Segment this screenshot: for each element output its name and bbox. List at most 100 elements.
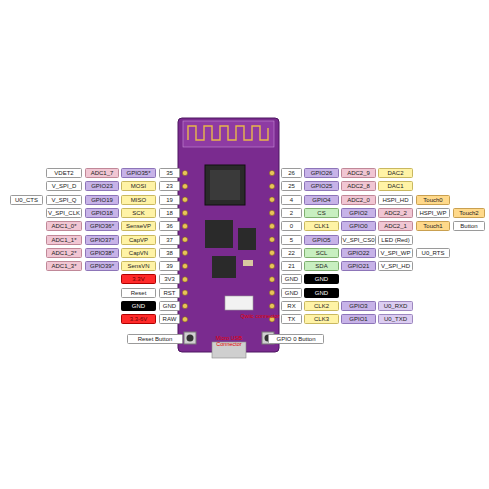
pin-hole xyxy=(182,303,187,308)
pin-label-text: V_SPI_WP xyxy=(380,250,410,256)
pin-label-box: GPIO2 xyxy=(341,208,376,218)
pin-label-box: 38 xyxy=(159,248,180,258)
pin-label-box: ADC2_8 xyxy=(341,181,376,191)
pin-label-box: CLK3 xyxy=(304,314,339,324)
pin-label-box: GPIO 0 Button xyxy=(268,334,324,344)
pin-label-text: CapVP xyxy=(129,237,148,243)
smd-part xyxy=(243,260,253,266)
pin-label-box: TX xyxy=(281,314,302,324)
antenna-area xyxy=(183,121,274,147)
pin-label-text: GND xyxy=(132,303,145,309)
pin-label-box: GND xyxy=(159,301,180,311)
pin-label-box: VDET2 xyxy=(46,168,82,178)
pin-label-box: GND xyxy=(121,301,156,311)
pin-label-box: GND xyxy=(281,274,302,284)
pin-label-box: SCK xyxy=(121,208,156,218)
pin-label-text: ADC2_0 xyxy=(347,197,370,203)
pin-label-box: CLK2 xyxy=(304,301,339,311)
pin-label-box: V_SPI_D xyxy=(46,181,82,191)
pin-label-text: VDET2 xyxy=(54,170,73,176)
pin-label-text: GND xyxy=(315,276,328,282)
usb-uart-chip xyxy=(212,256,236,278)
antenna-trace xyxy=(188,126,268,140)
pin-label-box: Reset Button xyxy=(127,334,183,344)
pin-label-text: RX xyxy=(287,303,295,309)
pin-label-box: ADC1_0* xyxy=(46,221,82,231)
pin-hole xyxy=(182,250,187,255)
pin-label-box: GPIO3 xyxy=(341,301,376,311)
pin-label-box: 37 xyxy=(159,235,180,245)
pin-label-box: GPIO39* xyxy=(85,261,119,271)
pin-hole xyxy=(182,184,187,189)
pin-label-box: 3.3V xyxy=(121,274,156,284)
pin-label-box: SenseVP xyxy=(121,221,156,231)
pin-label-box: 19 xyxy=(159,195,180,205)
pin-label-box: GPIO5 xyxy=(304,235,339,245)
pin-label-box: GND xyxy=(281,288,302,298)
pin-label-text: CLK1 xyxy=(314,223,329,229)
pin-hole xyxy=(182,290,187,295)
reset-button-symbol xyxy=(184,332,196,344)
pin-label-box: Touch0 xyxy=(416,195,450,205)
pin-label-box: Reset xyxy=(121,288,156,298)
pin-label-box: Touch2 xyxy=(453,208,485,218)
pin-label-text: ADC2_8 xyxy=(347,183,370,189)
pin-label-box: 39 xyxy=(159,261,180,271)
pin-label-text: GPIO5 xyxy=(312,237,330,243)
pin-label-text: ADC1_7 xyxy=(91,170,114,176)
pin-label-box: SCL xyxy=(304,248,339,258)
pin-label-box: GPIO23 xyxy=(85,181,119,191)
pin-label-text: 3.3V xyxy=(132,276,144,282)
pin-label-box: MOSI xyxy=(121,181,156,191)
pin-label-box: SDA xyxy=(304,261,339,271)
pin-label-text: Touch0 xyxy=(423,197,442,203)
pin-label-box: 2 xyxy=(281,208,302,218)
pin-label-box: GPIO18 xyxy=(85,208,119,218)
pin-label-text: RAW xyxy=(163,316,177,322)
pin-label-box: V_SPI_WP xyxy=(378,248,413,258)
pin-label-text: 36 xyxy=(166,223,173,229)
pin-label-box: GPIO25 xyxy=(304,181,339,191)
pin-label-text: V_SPI_D xyxy=(52,183,77,189)
pin-label-text: ADC1_2* xyxy=(51,250,76,256)
pin-label-box: GND xyxy=(304,274,339,284)
pin-label-text: 37 xyxy=(166,237,173,243)
pin-label-box: 3V3 xyxy=(159,274,180,284)
pin-label-text: GPIO18 xyxy=(91,210,113,216)
pin-label-text: GPIO1 xyxy=(349,316,367,322)
pin-label-box: ADC2_2 xyxy=(378,208,413,218)
pin-hole xyxy=(269,184,274,189)
pin-label-box: DAC2 xyxy=(378,168,413,178)
pin-label-box: 26 xyxy=(281,168,302,178)
pin-label-text: GPIO36* xyxy=(90,223,114,229)
pin-label-box: Button xyxy=(453,221,485,231)
pin-label-box: ADC2_9 xyxy=(341,168,376,178)
pin-label-box: 23 xyxy=(159,181,180,191)
pin-label-box: V_SPI_HD xyxy=(378,261,413,271)
pin-label-text: Button xyxy=(460,223,477,229)
pin-label-text: 4 xyxy=(290,197,293,203)
pin-label-text: MISO xyxy=(131,197,146,203)
pin-label-box: GPIO36* xyxy=(85,221,119,231)
pin-label-text: GPIO22 xyxy=(348,250,370,256)
pin-label-box: CS xyxy=(304,208,339,218)
pin-label-text: 18 xyxy=(166,210,173,216)
pin-label-text: SDA xyxy=(315,263,327,269)
pin-label-box: ADC1_2* xyxy=(46,248,82,258)
pin-label-text: GPIO2 xyxy=(349,210,367,216)
pin-hole xyxy=(269,250,274,255)
pin-label-box: 22 xyxy=(281,248,302,258)
pin-label-box: ADC1_3* xyxy=(46,261,82,271)
pin-hole xyxy=(182,197,187,202)
pin-label-text: U0_RTS xyxy=(422,250,445,256)
pin-label-box: 35 xyxy=(159,168,180,178)
pin-label-text: SensVN xyxy=(127,263,149,269)
pin-label-text: Touch1 xyxy=(423,223,442,229)
pin-label-box: 36 xyxy=(159,221,180,231)
pin-label-text: GPIO39* xyxy=(90,263,114,269)
pin-label-text: 21 xyxy=(288,263,295,269)
pin-hole xyxy=(269,277,274,282)
pin-label-text: TX xyxy=(288,316,296,322)
pin-label-box: GPIO4 xyxy=(304,195,339,205)
